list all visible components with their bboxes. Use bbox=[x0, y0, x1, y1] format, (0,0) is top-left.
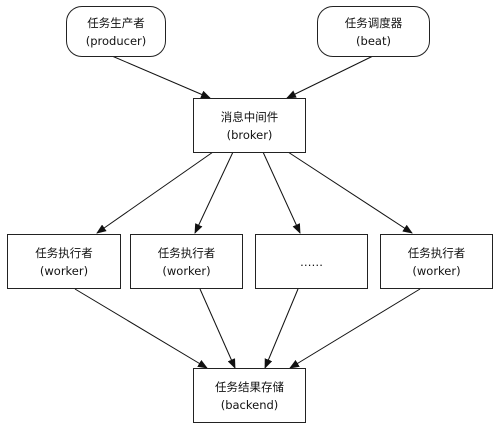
backend-node: 任务结果存储 (backend) bbox=[193, 368, 306, 423]
producer-node: 任务生产者 (producer) bbox=[66, 6, 166, 57]
edge-producer-broker bbox=[111, 55, 211, 99]
edge-worker3-backend bbox=[289, 288, 421, 369]
ellipsis-node: …… bbox=[255, 234, 368, 289]
worker-node-1: 任务执行者 (worker) bbox=[7, 234, 121, 289]
ellipsis-text: …… bbox=[300, 254, 323, 269]
producer-subtitle: (producer) bbox=[85, 33, 147, 48]
edge-broker-worker3 bbox=[287, 151, 413, 234]
worker-2-subtitle: (worker) bbox=[162, 263, 211, 278]
edge-beat-broker bbox=[286, 55, 374, 99]
edge-ellipsis-backend bbox=[264, 288, 299, 369]
edge-broker-worker1 bbox=[96, 151, 214, 234]
edge-broker-worker2 bbox=[194, 151, 234, 234]
edge-worker1-backend bbox=[74, 288, 208, 369]
beat-node: 任务调度器 (beat) bbox=[317, 6, 430, 57]
beat-subtitle: (beat) bbox=[356, 33, 391, 48]
worker-1-title: 任务执行者 bbox=[35, 245, 93, 260]
broker-subtitle: (broker) bbox=[226, 127, 273, 142]
worker-node-2: 任务执行者 (worker) bbox=[130, 234, 243, 289]
beat-title: 任务调度器 bbox=[344, 15, 403, 30]
edge-broker-ellipsis bbox=[262, 151, 301, 234]
worker-3-title: 任务执行者 bbox=[407, 245, 466, 260]
broker-node: 消息中间件 (broker) bbox=[193, 98, 306, 153]
worker-1-subtitle: (worker) bbox=[39, 263, 89, 278]
worker-2-title: 任务执行者 bbox=[157, 245, 216, 260]
worker-3-subtitle: (worker) bbox=[412, 263, 461, 278]
edge-worker2-backend bbox=[199, 288, 236, 369]
producer-title: 任务生产者 bbox=[87, 15, 145, 30]
worker-node-3: 任务执行者 (worker) bbox=[380, 234, 493, 289]
backend-title: 任务结果存储 bbox=[215, 379, 284, 394]
broker-title: 消息中间件 bbox=[220, 109, 279, 124]
backend-subtitle: (backend) bbox=[220, 397, 279, 412]
